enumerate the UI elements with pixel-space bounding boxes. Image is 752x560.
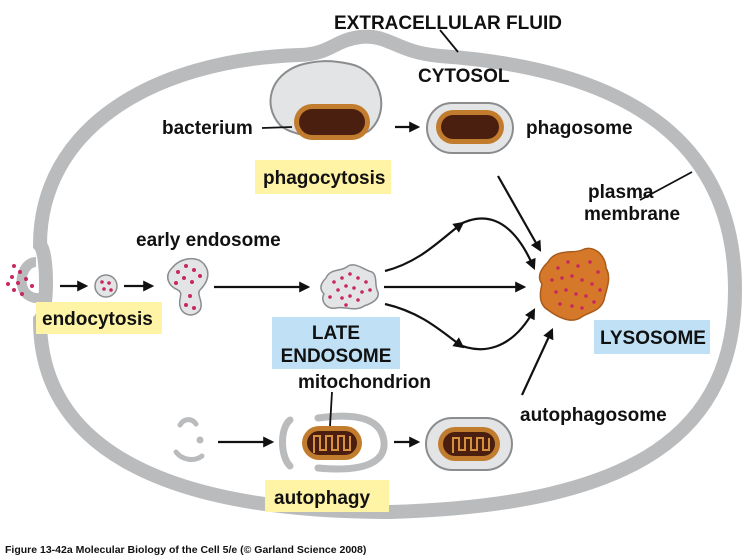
label-cytosol: CYTOSOL bbox=[418, 66, 510, 87]
label-phagosome: phagosome bbox=[526, 118, 633, 139]
arrow-late-endosome-up-return bbox=[454, 217, 536, 271]
label-lysosome: LYSOSOME bbox=[600, 328, 706, 349]
mitochondrion-pointer bbox=[329, 391, 333, 427]
autophagy-highlight bbox=[265, 480, 389, 512]
label-early-endosome: early endosome bbox=[136, 230, 281, 251]
arrow-late-endosome-down-return bbox=[454, 308, 536, 351]
autophagosome bbox=[425, 417, 513, 471]
plasma-membrane-pointer bbox=[639, 171, 693, 201]
endocytic-pit bbox=[6, 257, 46, 304]
mitochondrion bbox=[302, 426, 362, 460]
bacterium bbox=[294, 104, 370, 140]
label-autophagosome: autophagosome bbox=[520, 405, 667, 426]
label-mitochondrion: mitochondrion bbox=[298, 372, 431, 393]
label-endosome: ENDOSOME bbox=[281, 346, 392, 367]
late-endosome-highlight bbox=[272, 317, 400, 369]
label-membrane: membrane bbox=[584, 204, 680, 225]
label-late: LATE bbox=[312, 323, 360, 344]
figure-caption: Figure 13-42a Molecular Biology of the C… bbox=[5, 544, 366, 556]
label-plasma: plasma bbox=[588, 182, 654, 203]
endocytic-vesicle bbox=[94, 274, 118, 298]
endocytosis-highlight bbox=[36, 302, 162, 334]
late-endosome bbox=[320, 264, 379, 310]
arrow-phagosome-to-lysosome bbox=[497, 175, 542, 252]
label-phagocytosis: phagocytosis bbox=[263, 168, 385, 189]
phagosome bbox=[426, 102, 514, 154]
arrow-late-endosome-down bbox=[384, 302, 465, 349]
membrane-fragments bbox=[173, 417, 205, 462]
phagocytosis-highlight bbox=[255, 160, 391, 194]
label-extracellular-fluid: EXTRACELLULAR FLUID bbox=[334, 13, 562, 34]
label-autophagy: autophagy bbox=[274, 488, 370, 509]
lysosome-highlight bbox=[594, 320, 710, 354]
bacterium-pointer bbox=[261, 126, 293, 129]
arrow-late-endosome-up bbox=[384, 221, 465, 273]
phagophore bbox=[279, 412, 388, 473]
extracellular-pointer bbox=[439, 29, 459, 53]
label-endocytosis: endocytosis bbox=[42, 309, 153, 330]
arrow-autophagosome-to-lysosome bbox=[521, 328, 554, 396]
label-bacterium: bacterium bbox=[162, 118, 253, 139]
lysosome bbox=[538, 247, 610, 321]
cell-membrane bbox=[32, 29, 743, 520]
early-endosome bbox=[167, 257, 209, 316]
